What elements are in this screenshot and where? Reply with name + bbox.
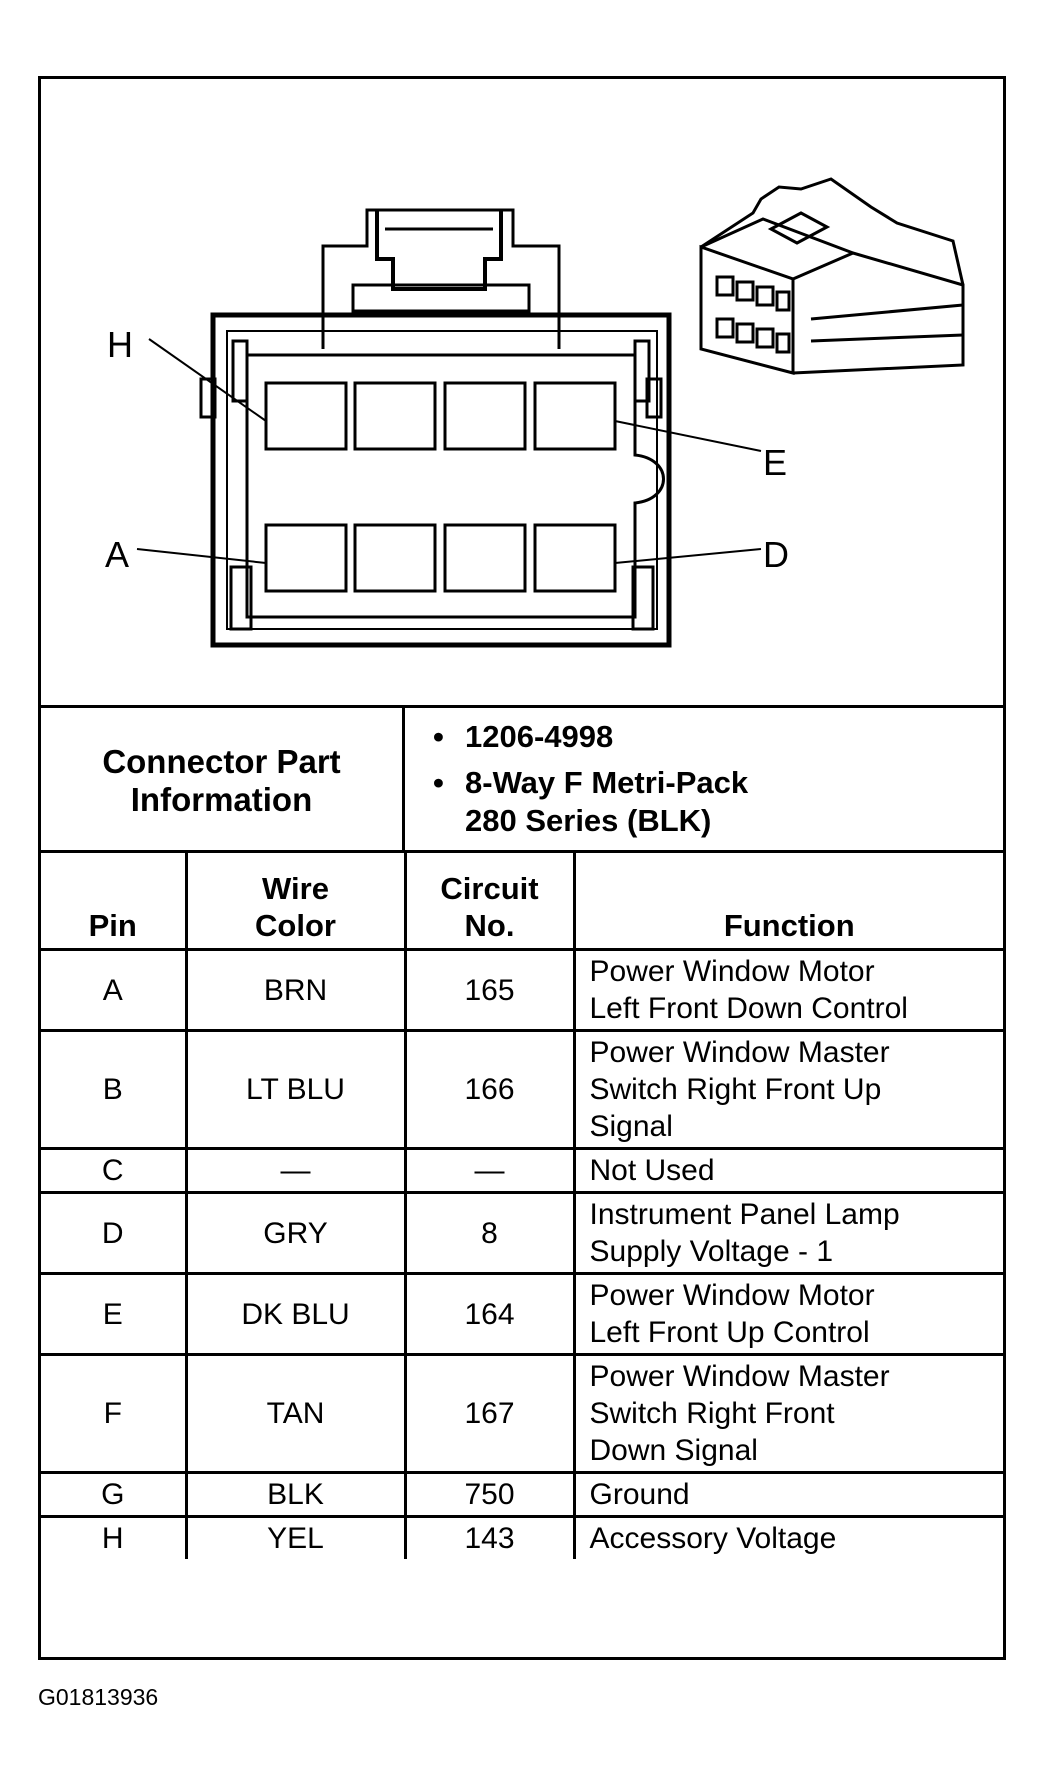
circuit-cell: 165 bbox=[403, 948, 576, 1032]
function-cell: Accessory Voltage bbox=[572, 1515, 1003, 1559]
pin-cell: F bbox=[41, 1353, 188, 1474]
pin-label-e: E bbox=[763, 442, 787, 483]
function-line: Switch Right Front Up bbox=[589, 1073, 882, 1106]
wire-color-cell: TAN bbox=[184, 1353, 407, 1474]
pin-label-h: H bbox=[107, 324, 133, 365]
connector-description-line2: 280 Series (BLK) bbox=[465, 803, 712, 838]
circuit-cell: — bbox=[403, 1147, 576, 1194]
wire-color-cell: GRY bbox=[184, 1191, 407, 1275]
circuit-cell: 166 bbox=[403, 1029, 576, 1150]
function-line: Power Window Motor bbox=[589, 1279, 875, 1312]
pin-cell: A bbox=[41, 948, 188, 1032]
function-line: Not Used bbox=[589, 1154, 715, 1187]
connector-info-values: 1206-4998 8-Way F Metri-Pack 280 Series … bbox=[405, 708, 1003, 853]
function-line: Supply Voltage - 1 bbox=[589, 1235, 834, 1268]
header-pin: Pin bbox=[41, 850, 188, 951]
function-line: Instrument Panel Lamp bbox=[589, 1198, 900, 1231]
function-line: Power Window Motor bbox=[589, 955, 875, 988]
connector-info-label: Connector Part Information bbox=[41, 708, 405, 853]
pin-cell: G bbox=[41, 1471, 188, 1518]
circuit-cell: 8 bbox=[403, 1191, 576, 1275]
pin-label-a: A bbox=[105, 534, 129, 575]
function-cell: Not Used bbox=[572, 1147, 1003, 1194]
connector-description-line1: 8-Way F Metri-Pack bbox=[433, 764, 1003, 802]
connector-face-diagram: H E A D bbox=[41, 79, 1003, 705]
function-line: Power Window Master bbox=[589, 1360, 890, 1393]
circuit-cell: 164 bbox=[403, 1272, 576, 1356]
function-line: Ground bbox=[589, 1478, 690, 1511]
wire-color-cell: — bbox=[184, 1147, 407, 1194]
circuit-cell: 167 bbox=[403, 1353, 576, 1474]
pin-cell: E bbox=[41, 1272, 188, 1356]
wire-color-cell: LT BLU bbox=[184, 1029, 407, 1150]
function-line: Left Front Down Control bbox=[589, 992, 908, 1025]
circuit-cell: 143 bbox=[403, 1515, 576, 1559]
function-line: Signal bbox=[589, 1110, 673, 1143]
connector-part-information: Connector Part Information 1206-4998 8-W… bbox=[41, 705, 1003, 853]
function-line: Power Window Master bbox=[589, 1036, 890, 1069]
wire-color-cell: BLK bbox=[184, 1471, 407, 1518]
part-number: 1206-4998 bbox=[433, 718, 1003, 756]
figure-id: G01813936 bbox=[38, 1684, 159, 1710]
pin-cell: H bbox=[41, 1515, 188, 1559]
function-cell: Ground bbox=[572, 1471, 1003, 1518]
pin-cell: D bbox=[41, 1191, 188, 1275]
wire-color-cell: DK BLU bbox=[184, 1272, 407, 1356]
wire-color-cell: BRN bbox=[184, 948, 407, 1032]
wire-color-cell: YEL bbox=[184, 1515, 407, 1559]
connector-face-svg: H E A D bbox=[105, 177, 965, 648]
pin-cell: B bbox=[41, 1029, 188, 1150]
pin-cell: C bbox=[41, 1147, 188, 1194]
header-function: Function bbox=[572, 850, 1003, 951]
function-line: Down Signal bbox=[589, 1434, 758, 1467]
function-line: Left Front Up Control bbox=[589, 1316, 870, 1349]
pin-label-d: D bbox=[763, 534, 789, 575]
circuit-cell: 750 bbox=[403, 1471, 576, 1518]
connector-diagram-frame: H E A D Connector Part Information 1206-… bbox=[38, 76, 1006, 1660]
connector-info-label-line2: Information bbox=[130, 780, 313, 818]
function-line: Switch Right Front bbox=[589, 1397, 835, 1430]
connector-info-label-line1: Connector Part bbox=[102, 742, 341, 780]
table-row: C——Not Used bbox=[41, 1147, 1003, 1194]
function-line: Accessory Voltage bbox=[589, 1522, 837, 1555]
